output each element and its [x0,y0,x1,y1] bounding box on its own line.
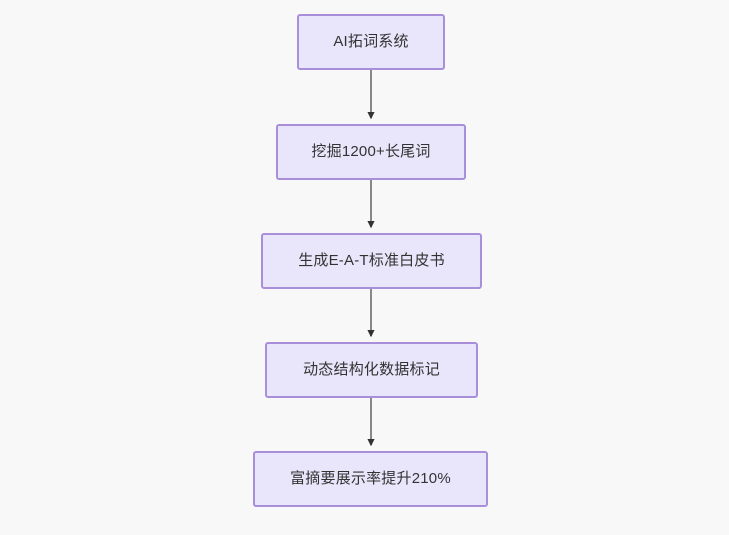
node-label: 动态结构化数据标记 [303,361,440,378]
flowchart-node-dynamic-structured-data-markup[interactable]: 动态结构化数据标记 [265,342,478,398]
flowchart-node-generate-eat-whitepaper[interactable]: 生成E-A-T标准白皮书 [261,233,482,289]
flowchart-node-rich-snippet-impression-lift[interactable]: 富摘要展示率提升210% [253,451,488,507]
node-label: 生成E-A-T标准白皮书 [298,252,445,269]
node-label: 富摘要展示率提升210% [290,470,451,487]
flowchart-node-mine-longtail-keywords[interactable]: 挖掘1200+长尾词 [276,124,466,180]
node-label: AI拓词系统 [333,33,409,50]
node-label: 挖掘1200+长尾词 [311,143,431,160]
flowchart-node-ai-keyword-system[interactable]: AI拓词系统 [297,14,445,70]
